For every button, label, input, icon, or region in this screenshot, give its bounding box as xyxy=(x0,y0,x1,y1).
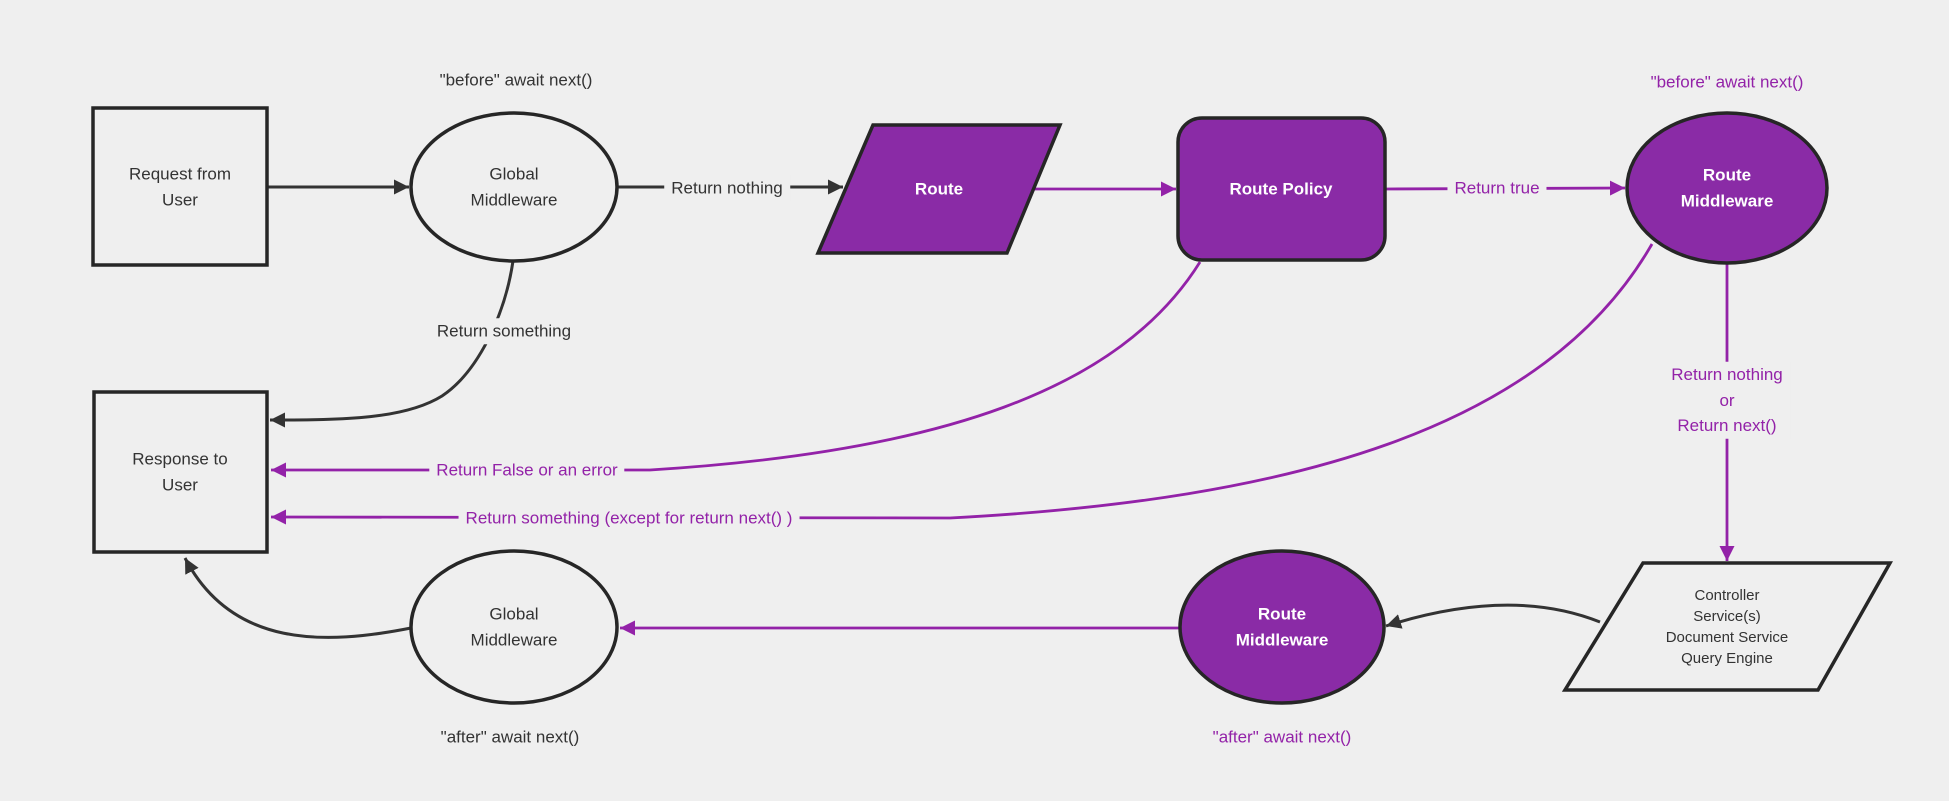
node-label-response-to-user: Response to User xyxy=(132,449,228,495)
node-label-route: Route xyxy=(914,179,964,199)
node-label-request-from-user: Request from User xyxy=(128,164,232,210)
edge-label-before-await-next-route: "before" await next() xyxy=(1650,72,1804,92)
node-response-to-user xyxy=(92,390,269,554)
edge-label-return-something: Return something xyxy=(429,318,579,344)
node-request-from-user xyxy=(91,106,269,267)
edge-label-return-something-except: Return something (except for return next… xyxy=(458,505,800,531)
edge-label-return-true: Return true xyxy=(1447,175,1547,201)
node-global-middleware-bottom xyxy=(409,549,619,705)
edge-label-after-await-next-route: "after" await next() xyxy=(1212,727,1352,747)
node-route-middleware-top xyxy=(1625,111,1829,265)
node-global-middleware-top xyxy=(409,111,619,263)
node-label-route-policy: Route Policy xyxy=(1229,179,1333,199)
node-services xyxy=(1561,561,1894,692)
node-label-route-middleware-top: Route Middleware xyxy=(1680,165,1774,211)
edge-global-middleware-return-something-to-response xyxy=(269,260,515,428)
edge-label-return-nothing: Return nothing xyxy=(664,175,790,201)
edge-label-before-await-next-global: "before" await next() xyxy=(439,70,593,90)
node-route xyxy=(815,123,1063,255)
node-route-middleware-bottom xyxy=(1178,549,1386,705)
node-label-global-middleware-bottom: Global Middleware xyxy=(470,604,558,650)
node-label-route-middleware-bottom: Route Middleware xyxy=(1235,604,1329,650)
edge-label-return-false-or-error: Return False or an error xyxy=(429,457,625,483)
edge-global-middleware-bottom-to-response xyxy=(183,557,412,639)
edge-route-policy-return-false-to-response xyxy=(271,261,1202,478)
node-label-global-middleware-top: Global Middleware xyxy=(470,164,558,210)
edge-services-to-route-middleware-bottom xyxy=(1385,603,1601,629)
node-label-services: Controller Service(s) Document Service Q… xyxy=(1665,587,1789,667)
edge-route-middleware-return-something-to-response xyxy=(270,243,1654,525)
edge-label-after-await-next-global: "after" await next() xyxy=(440,727,580,747)
node-route-policy xyxy=(1176,116,1387,262)
edge-label-return-nothing-or-next: Return nothing or Return next() xyxy=(1664,361,1790,439)
